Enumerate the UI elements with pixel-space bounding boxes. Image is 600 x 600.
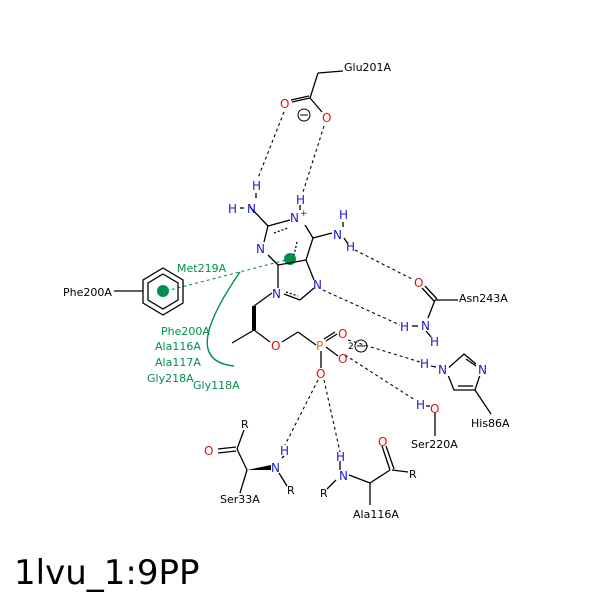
atom-h-n1: H xyxy=(296,193,305,207)
negative-charge-icon xyxy=(297,108,311,122)
asn243-o: O xyxy=(414,276,423,290)
ala116-h: H xyxy=(336,450,345,464)
ser33-o: O xyxy=(204,444,213,458)
hydrophobic-gly218: Gly218A xyxy=(147,372,194,385)
his86-n1: N xyxy=(438,363,447,377)
ala116-label: Ala116A xyxy=(353,508,399,521)
ala116-r2: R xyxy=(409,468,417,481)
phe200-label: Phe200A xyxy=(63,286,112,299)
atom-h-amino2a: H xyxy=(228,202,237,216)
atom-n1: N xyxy=(290,211,299,225)
ser33-label: Ser33A xyxy=(220,493,260,506)
atom-n7: N xyxy=(313,278,322,292)
his86-h: H xyxy=(420,357,429,371)
residue-his86: H N N His86A xyxy=(420,353,510,430)
glu201-o2: O xyxy=(322,111,331,125)
residue-glu201: Glu201A O O xyxy=(280,61,392,125)
met219-label: Met219A xyxy=(177,262,227,275)
ser220-o: O xyxy=(430,402,439,416)
atom-o-ether: O xyxy=(271,339,280,353)
residue-phe200: Phe200A xyxy=(63,267,184,316)
charge-2-label: 2 xyxy=(348,342,354,352)
ser33-n: N xyxy=(271,461,280,475)
ala116-n: N xyxy=(339,469,348,483)
hydrophobic-ala116: Ala116A xyxy=(155,340,201,353)
hydrophobic-residues: Met219A Phe200A Ala116A Ala117A Gly218A … xyxy=(147,262,240,392)
ala116-o: O xyxy=(378,435,387,449)
atom-h-n6a: H xyxy=(339,208,348,222)
atom-plus: + xyxy=(300,209,308,219)
negative-charge-icon xyxy=(354,339,368,353)
atom-n9: N xyxy=(272,287,281,301)
glu201-label: Glu201A xyxy=(344,61,392,74)
atom-n6: N xyxy=(333,228,342,242)
atom-h-amino2b: H xyxy=(252,179,261,193)
atom-o-p1: O xyxy=(338,327,347,341)
hydrophobic-phe200: Phe200A xyxy=(161,325,210,338)
asn243-label: Asn243A xyxy=(459,292,508,305)
asn243-h1: H xyxy=(400,320,409,334)
asn243-h2: H xyxy=(430,335,439,349)
ser33-r2: R xyxy=(287,484,295,497)
atom-p: P xyxy=(316,339,323,353)
ala116-r1: R xyxy=(320,487,328,500)
diagram-title: 1lvu_1:9PP xyxy=(14,553,199,593)
atom-h-n6b: H xyxy=(346,240,355,254)
hydrogen-bonds xyxy=(257,111,421,453)
atom-o-p3: O xyxy=(316,367,325,381)
ligand-purine: H N H N + H N N N N H H O P O O O 2 xyxy=(228,179,368,381)
his86-n2: N xyxy=(478,363,487,377)
his86-label: His86A xyxy=(471,417,510,430)
hydrophobic-ala117: Ala117A xyxy=(155,356,201,369)
residue-ser220: H O Ser220A xyxy=(411,398,458,451)
ser33-h: H xyxy=(280,444,289,458)
residue-asn243: O N H H Asn243A xyxy=(400,276,508,349)
ser220-h: H xyxy=(416,398,425,412)
residue-ser33: O R H N R Ser33A xyxy=(204,418,295,506)
atom-n3: N xyxy=(256,242,265,256)
residue-ala116: H N R O R Ala116A xyxy=(320,435,417,521)
pi-centroid-phe200 xyxy=(157,285,169,297)
hydrophobic-arc xyxy=(206,271,241,367)
ser33-r1: R xyxy=(241,418,249,431)
atom-n-amino2: N xyxy=(247,202,256,216)
glu201-o1: O xyxy=(280,97,289,111)
asn243-n: N xyxy=(421,319,430,333)
atom-o-p2: O xyxy=(338,352,347,366)
hydrophobic-gly118: Gly118A xyxy=(193,379,240,392)
ser220-label: Ser220A xyxy=(411,438,458,451)
